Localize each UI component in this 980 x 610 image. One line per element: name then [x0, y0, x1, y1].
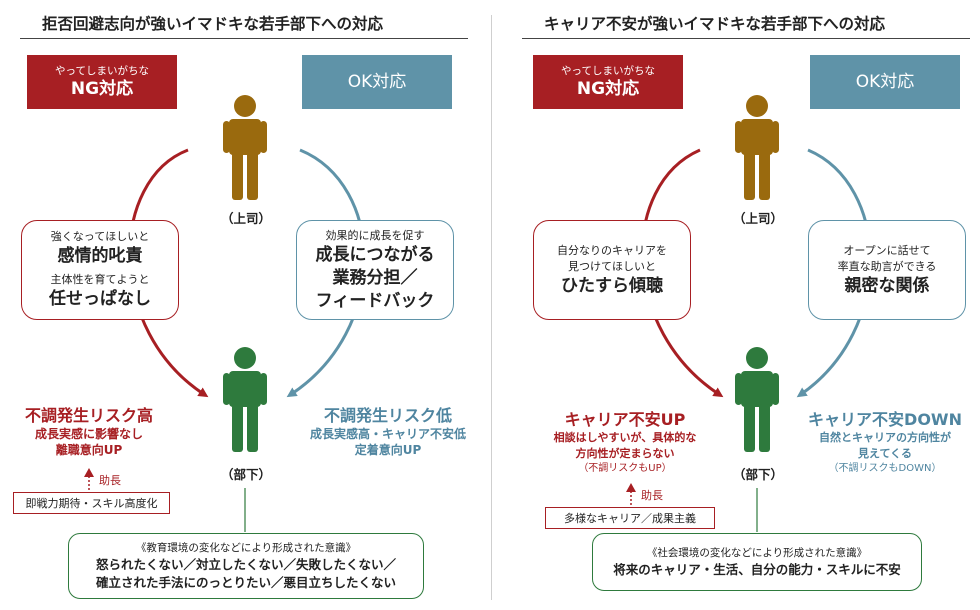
left-risk-high: 不調発生リスク高 成長実感に影響なし 離職意向UP — [13, 406, 165, 458]
left-risk-high-line1: 成長実感に影響なし — [34, 427, 143, 441]
right-ng-box-line1: 自分なりのキャリアを — [557, 243, 667, 257]
right-ok-tag-big: OK対応 — [855, 72, 915, 92]
right-bottom-heading: 《社会環境の変化などにより形成された意識》 — [646, 546, 868, 559]
promote-arrow-right — [626, 483, 636, 505]
right-ok-box: オープンに話せて 率直な助言ができる 親密な関係 — [808, 220, 966, 320]
right-risk-up-title: キャリア不安UP — [564, 410, 686, 429]
left-ok-box-line3: 業務分担／ — [332, 267, 418, 288]
right-ng-box: 自分なりのキャリアを 見つけてほしいと ひたすら傾聴 — [533, 220, 691, 320]
left-bottom-line1: 怒られたくない／対立したくない／失敗したくない／ — [95, 556, 396, 572]
right-risk-up-line3: （不調リスクもUP） — [578, 463, 672, 474]
left-ng-tag: やってしまいがちな NG対応 — [27, 55, 177, 109]
right-boss-label: （上司） — [733, 211, 784, 226]
left-ok-box: 効果的に成長を促す 成長につながる 業務分担／ フィードバック — [296, 220, 454, 320]
left-risk-low-line1: 成長実感高・キャリア不安低 — [309, 427, 466, 441]
left-ng-box-line2: 感情的叱責 — [57, 246, 143, 266]
left-ng-tag-small: やってしまいがちな — [55, 65, 149, 77]
right-factor-box: 多様なキャリア／成果主義 — [545, 507, 715, 529]
left-ng-box: 強くなってほしいと 感情的叱責 主体性を育てようと 任せっぱなし — [21, 220, 179, 320]
left-promote-label: 助長 — [99, 474, 121, 487]
left-subordinate-label: （部下） — [221, 467, 272, 482]
left-ok-box-line1: 効果的に成長を促す — [325, 228, 425, 242]
right-ng-box-line2: 見つけてほしいと — [568, 259, 656, 273]
left-ng-box-line1: 強くなってほしいと — [50, 230, 150, 243]
right-risk-down-title: キャリア不安DOWN — [808, 410, 962, 429]
subordinate-person-icon-right — [735, 347, 779, 452]
left-ok-tag: OK対応 — [302, 55, 452, 109]
right-ok-tag: OK対応 — [810, 55, 960, 109]
boss-person-icon-left — [223, 95, 267, 200]
right-promote-label: 助長 — [641, 489, 663, 502]
left-risk-low: 不調発生リスク低 成長実感高・キャリア不安低 定着意向UP — [292, 406, 484, 458]
left-ng-box-line4: 任せっぱなし — [49, 289, 151, 309]
left-ok-box-line2: 成長につながる — [315, 244, 435, 265]
left-bottom-box: 《教育環境の変化などにより形成された意識》 怒られたくない／対立したくない／失敗… — [68, 533, 424, 599]
right-ok-box-line2: 率直な助言ができる — [837, 259, 937, 273]
left-title-rule — [20, 38, 468, 39]
left-risk-low-title: 不調発生リスク低 — [323, 406, 452, 425]
left-panel-title: 拒否回避志向が強いイマドキな若手部下への対応 — [42, 15, 384, 33]
right-title-rule — [522, 38, 970, 39]
right-risk-down-line2: 見えてくる — [858, 447, 912, 460]
right-ng-box-line3: ひたすら傾聴 — [561, 275, 663, 296]
right-risk-up-line1: 相談はしやすいが、具体的な — [553, 431, 697, 444]
right-risk-up-line2: 方向性が定まらない — [575, 447, 675, 460]
right-panel-title: キャリア不安が強いイマドキな若手部下への対応 — [544, 15, 886, 33]
left-ok-box-line4: フィードバック — [315, 290, 435, 311]
right-subordinate-label: （部下） — [733, 467, 784, 482]
left-bottom-heading: 《教育環境の変化などにより形成された意識》 — [135, 541, 357, 554]
left-bottom-line2: 確立された手法にのっとりたい／悪目立ちしたくない — [95, 574, 396, 590]
left-ok-tag-big: OK対応 — [347, 72, 407, 92]
left-ng-tag-big: NG対応 — [70, 79, 134, 99]
right-risk-down-line3: （不調リスクもDOWN） — [828, 463, 942, 474]
right-ok-box-line1: オープンに話せて — [843, 243, 931, 257]
right-ng-tag: やってしまいがちな NG対応 — [533, 55, 683, 109]
left-risk-high-title: 不調発生リスク高 — [24, 406, 153, 425]
right-ng-tag-big: NG対応 — [576, 79, 640, 99]
panel-divider — [491, 15, 492, 600]
left-boss-label: （上司） — [221, 211, 272, 226]
right-risk-down: キャリア不安DOWN 自然とキャリアの方向性が 見えてくる （不調リスクもDOW… — [796, 410, 974, 476]
right-bottom-box: 《社会環境の変化などにより形成された意識》 将来のキャリア・生活、自分の能力・ス… — [592, 533, 922, 591]
right-ok-box-line3: 親密な関係 — [844, 275, 930, 296]
right-risk-down-line1: 自然とキャリアの方向性が — [819, 431, 951, 444]
right-risk-up: キャリア不安UP 相談はしやすいが、具体的な 方向性が定まらない （不調リスクも… — [535, 410, 715, 476]
right-ng-tag-small: やってしまいがちな — [561, 65, 655, 77]
left-ng-box-line3: 主体性を育てようと — [50, 273, 150, 286]
left-factor-box: 即戦力期待・スキル高度化 — [13, 492, 170, 514]
left-risk-high-line2: 離職意向UP — [55, 443, 123, 457]
subordinate-person-icon-left — [223, 347, 267, 452]
boss-person-icon-right — [735, 95, 779, 200]
right-bottom-line1: 将来のキャリア・生活、自分の能力・スキルに不安 — [613, 561, 901, 577]
promote-arrow-left — [84, 468, 94, 490]
left-risk-low-line2: 定着意向UP — [354, 443, 422, 457]
